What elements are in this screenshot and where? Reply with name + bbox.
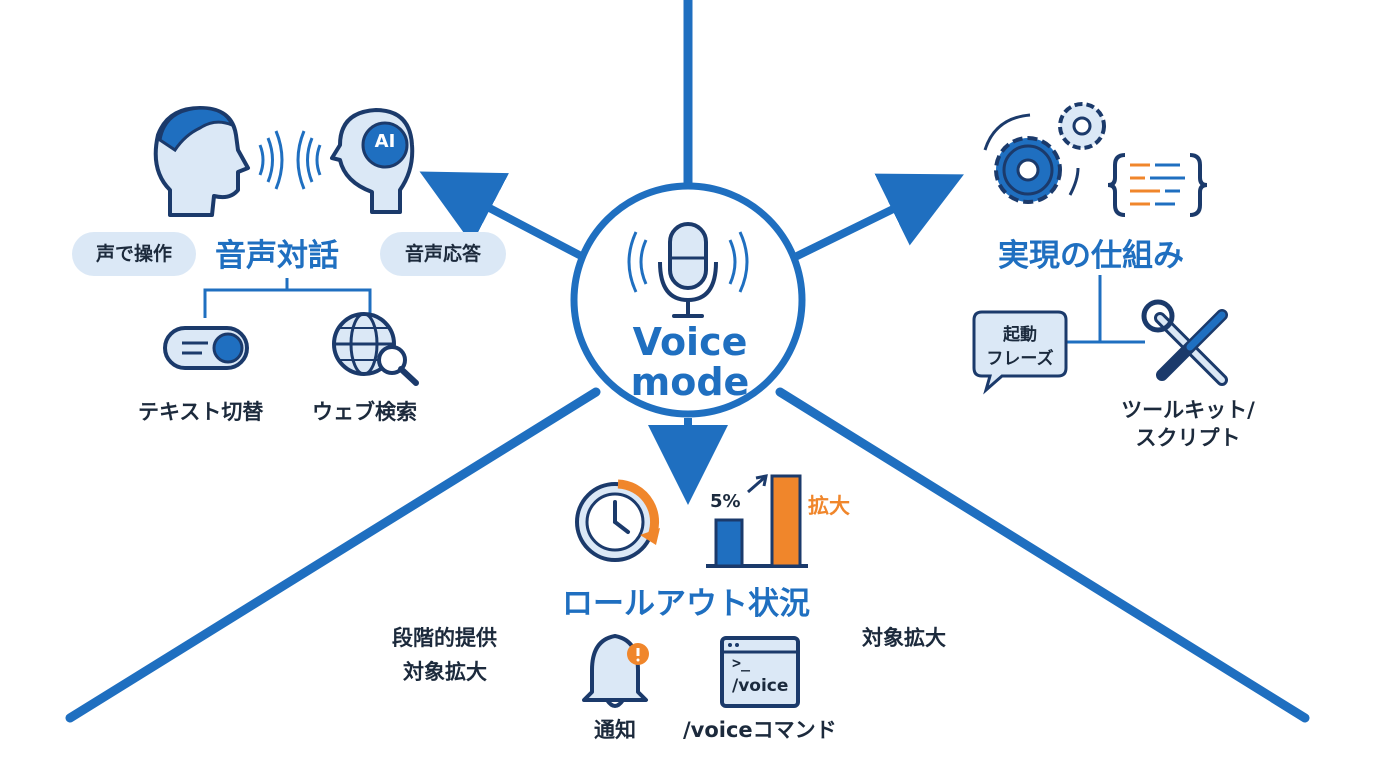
terminal-command-text: /voice (732, 676, 789, 696)
speech-bubble-shape (972, 310, 1068, 395)
voice-operation-bubble: 声で操作 (72, 232, 196, 276)
wake-phrase-line1: 起動 (1003, 325, 1037, 345)
voice-dialogue-title: 音声対話 (215, 238, 339, 274)
voice-dialogue-bracket (203, 278, 372, 318)
toolkit-icon (1141, 299, 1228, 386)
mechanism-connector (1066, 275, 1145, 344)
wake-phrase-line2: フレーズ (986, 349, 1054, 369)
growth-bar-icon (706, 474, 808, 568)
microphone-icon (627, 222, 749, 318)
sound-wave-icon (258, 130, 322, 190)
ai-head-icon (330, 108, 415, 214)
center-title-line1: Voice (632, 320, 748, 364)
bottom-left-line (65, 387, 601, 723)
code-braces-icon (1107, 153, 1208, 217)
clock-icon (575, 479, 660, 562)
web-search-label: ウェブ検索 (312, 400, 417, 424)
expand-target-left-label: 対象拡大 (403, 660, 487, 684)
mechanism-title: 実現の仕組み (998, 238, 1184, 274)
terminal-prompt: >_ (732, 654, 751, 672)
ai-icon-text: AI (374, 131, 396, 152)
bar-end-label: 拡大 (808, 494, 850, 518)
bar-start-label: 5% (710, 491, 741, 512)
arrow-to-mechanism (791, 173, 964, 262)
center-title-line2: mode (630, 360, 750, 404)
terminal-icon (720, 636, 800, 708)
expand-target-right-label: 対象拡大 (862, 626, 946, 650)
bell-icon (582, 634, 649, 708)
voice-response-bubble: 音声応答 (380, 232, 506, 276)
rollout-title: ロールアウト状況 (562, 586, 810, 622)
human-head-icon (153, 106, 250, 217)
text-toggle-label: テキスト切替 (138, 400, 264, 424)
gears-icon (983, 102, 1106, 204)
web-search-icon (332, 312, 419, 386)
phased-rollout-label: 段階的提供 (392, 626, 497, 650)
voice-command-label: /voiceコマンド (683, 718, 837, 742)
text-toggle-icon (163, 326, 249, 370)
toolkit-label-line1: ツールキット/ (1121, 398, 1255, 422)
toolkit-label-line2: スクリプト (1135, 426, 1241, 450)
notify-label: 通知 (594, 718, 636, 742)
arrow-to-voice-dialogue (419, 171, 587, 262)
bottom-right-line (775, 387, 1310, 723)
